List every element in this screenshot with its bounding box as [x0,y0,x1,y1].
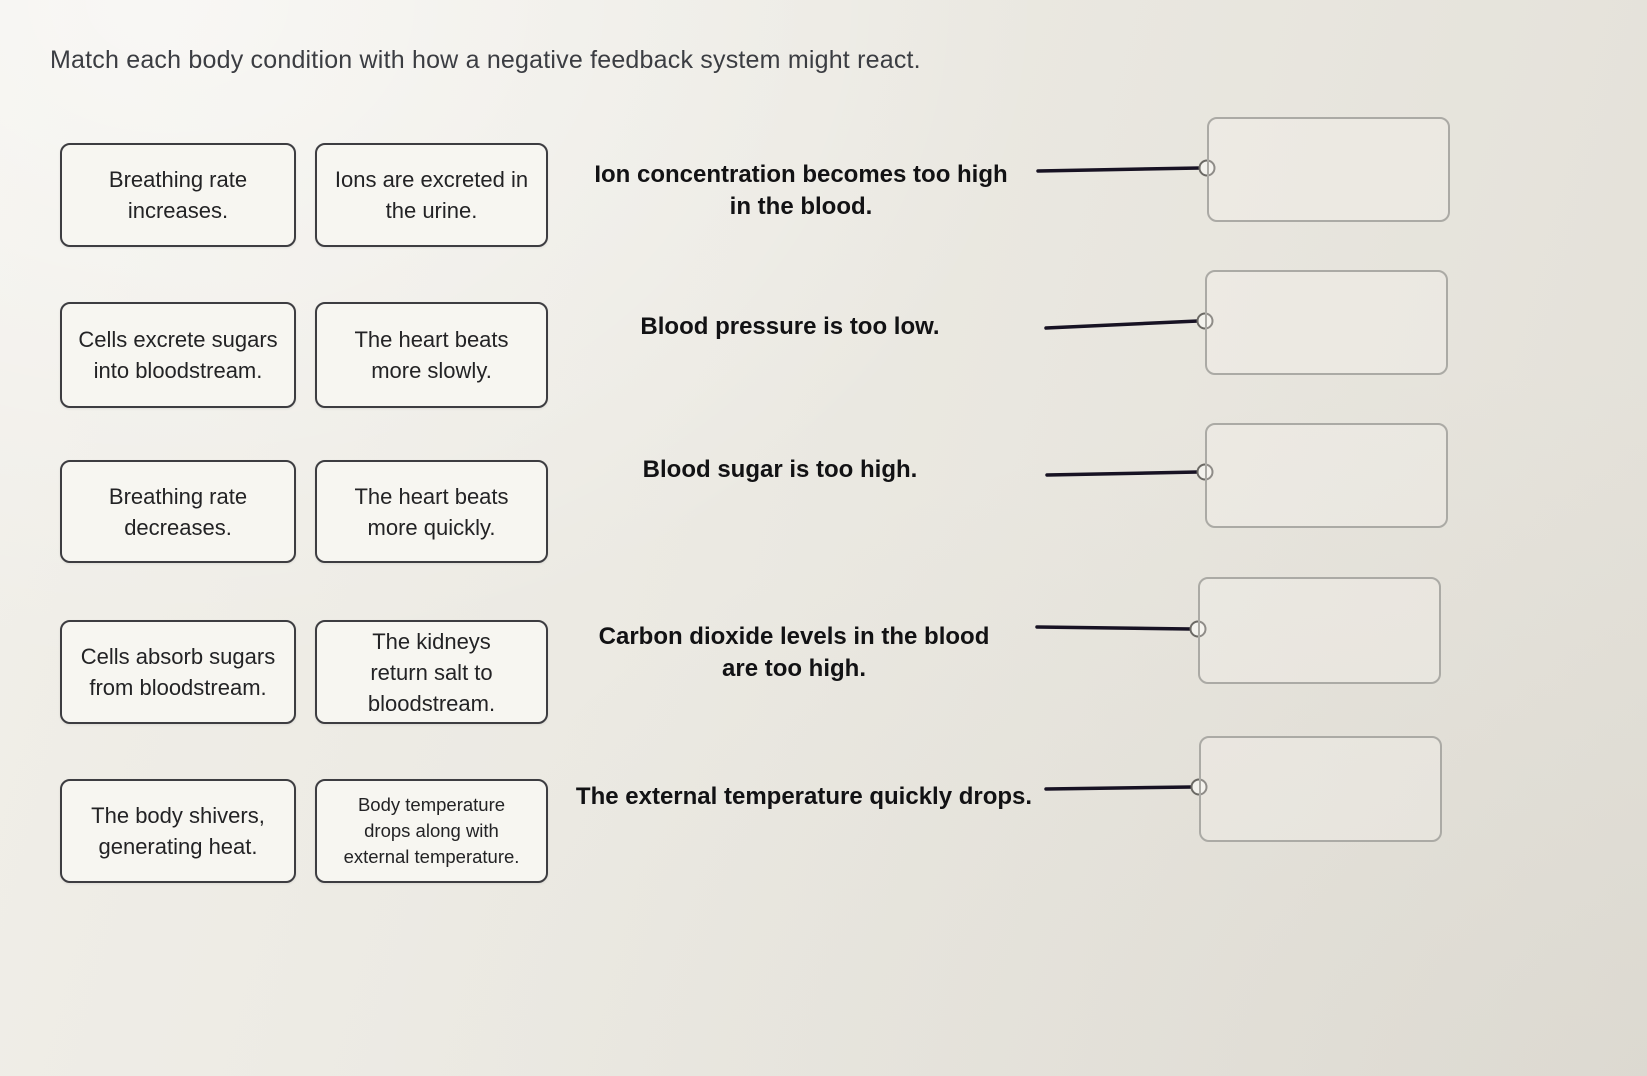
answer-tile-breathing-rate-increases[interactable]: Breathing rate increases. [60,143,296,247]
drop-target-blood-sugar-high[interactable] [1205,423,1448,528]
condition-label-blood-sugar-high: Blood sugar is too high. [642,456,918,483]
answer-tile-body-temperature-drops[interactable]: Body temperature drops along with extern… [315,779,548,883]
answer-tile-body-shivers[interactable]: The body shivers, generating heat. [60,779,296,883]
drop-target-ion-concentration[interactable] [1207,117,1450,222]
connector-line-1 [1036,166,1202,173]
connector-line-4 [1035,625,1193,631]
drop-target-external-temp-drops[interactable] [1199,736,1442,842]
connector-line-5 [1044,785,1194,791]
answer-tile-heart-beats-slowly[interactable]: The heart beats more slowly. [315,302,548,408]
drop-target-co2-levels-high[interactable] [1198,577,1441,684]
condition-label-ion-concentration: Ion concentration becomes too high in th… [594,161,1008,220]
answer-tile-breathing-rate-decreases[interactable]: Breathing rate decreases. [60,460,296,563]
connector-line-2 [1044,319,1200,330]
answer-tile-heart-beats-quickly[interactable]: The heart beats more quickly. [315,460,548,563]
condition-label-blood-pressure-low: Blood pressure is too low. [640,313,940,340]
condition-label-external-temp-drops: The external temperature quickly drops. [575,783,1033,810]
answer-tile-cells-absorb-sugars[interactable]: Cells absorb sugars from bloodstream. [60,620,296,724]
question-title: Match each body condition with how a neg… [50,46,921,74]
condition-label-co2-levels-high: Carbon dioxide levels in the blood are t… [598,623,990,682]
answer-tile-kidneys-return-salt[interactable]: The kidneys return salt to bloodstream. [315,620,548,724]
answer-tile-ions-excreted-urine[interactable]: Ions are excreted in the urine. [315,143,548,247]
answer-tile-cells-excrete-sugars[interactable]: Cells excrete sugars into bloodstream. [60,302,296,408]
drop-target-blood-pressure-low[interactable] [1205,270,1448,375]
connector-line-3 [1045,470,1200,477]
